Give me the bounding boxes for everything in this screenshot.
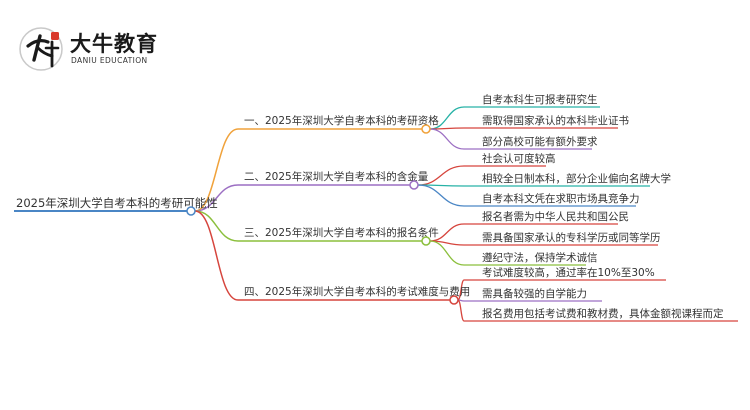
branch-connector-dot xyxy=(421,236,431,246)
branch-label: 二、2025年深圳大学自考本科的含金量 xyxy=(244,170,429,183)
branch-connector-dot xyxy=(409,180,419,190)
branch-label: 四、2025年深圳大学自考本科的考试难度与费用 xyxy=(244,285,470,298)
root-connector-dot xyxy=(186,206,196,216)
child-label: 自考本科文凭在求职市场具竞争力 xyxy=(482,192,640,205)
brand-name: 大牛教育 xyxy=(70,32,158,56)
child-label: 需具备较强的自学能力 xyxy=(482,287,587,300)
branch-label: 三、2025年深圳大学自考本科的报名条件 xyxy=(244,226,439,239)
child-edge xyxy=(417,184,465,207)
mindmap-edges xyxy=(14,106,738,322)
branch-connector-dot xyxy=(449,295,459,305)
child-edge xyxy=(429,240,465,266)
brand-logo: 大牛教育 DANIU EDUCATION xyxy=(18,26,168,72)
child-edge xyxy=(429,128,465,150)
child-label: 相较全日制本科，部分企业偏向名牌大学 xyxy=(482,172,671,185)
branch-edge xyxy=(194,210,239,242)
branch-edge xyxy=(194,184,239,212)
child-label: 遵纪守法，保持学术诚信 xyxy=(482,251,598,264)
branch-connector-dot xyxy=(421,124,431,134)
child-label: 需取得国家承认的本科毕业证书 xyxy=(482,114,629,127)
mindmap-nodes: 2025年深圳大学自考本科的考研可能性一、2025年深圳大学自考本科的考研资格自… xyxy=(16,93,724,320)
child-edge xyxy=(457,299,465,322)
child-label: 自考本科生可报考研究生 xyxy=(482,93,598,106)
child-label: 部分高校可能有额外要求 xyxy=(482,135,598,148)
child-label: 报名者需为中华人民共和国公民 xyxy=(482,210,629,223)
brand-subtitle: DANIU EDUCATION xyxy=(71,56,148,65)
child-label: 需具备国家承认的专科学历或同等学历 xyxy=(482,231,661,244)
child-label: 社会认可度较高 xyxy=(482,152,556,165)
branch-label: 一、2025年深圳大学自考本科的考研资格 xyxy=(244,114,439,127)
daniu-logo-icon xyxy=(19,27,63,71)
child-label: 报名费用包括考试费和教材费，具体金额视课程而定 xyxy=(482,307,724,320)
root-label: 2025年深圳大学自考本科的考研可能性 xyxy=(16,196,218,210)
branch-edge xyxy=(194,128,239,212)
branch-edge xyxy=(194,210,239,301)
child-label: 考试难度较高，通过率在10%至30% xyxy=(482,266,655,279)
